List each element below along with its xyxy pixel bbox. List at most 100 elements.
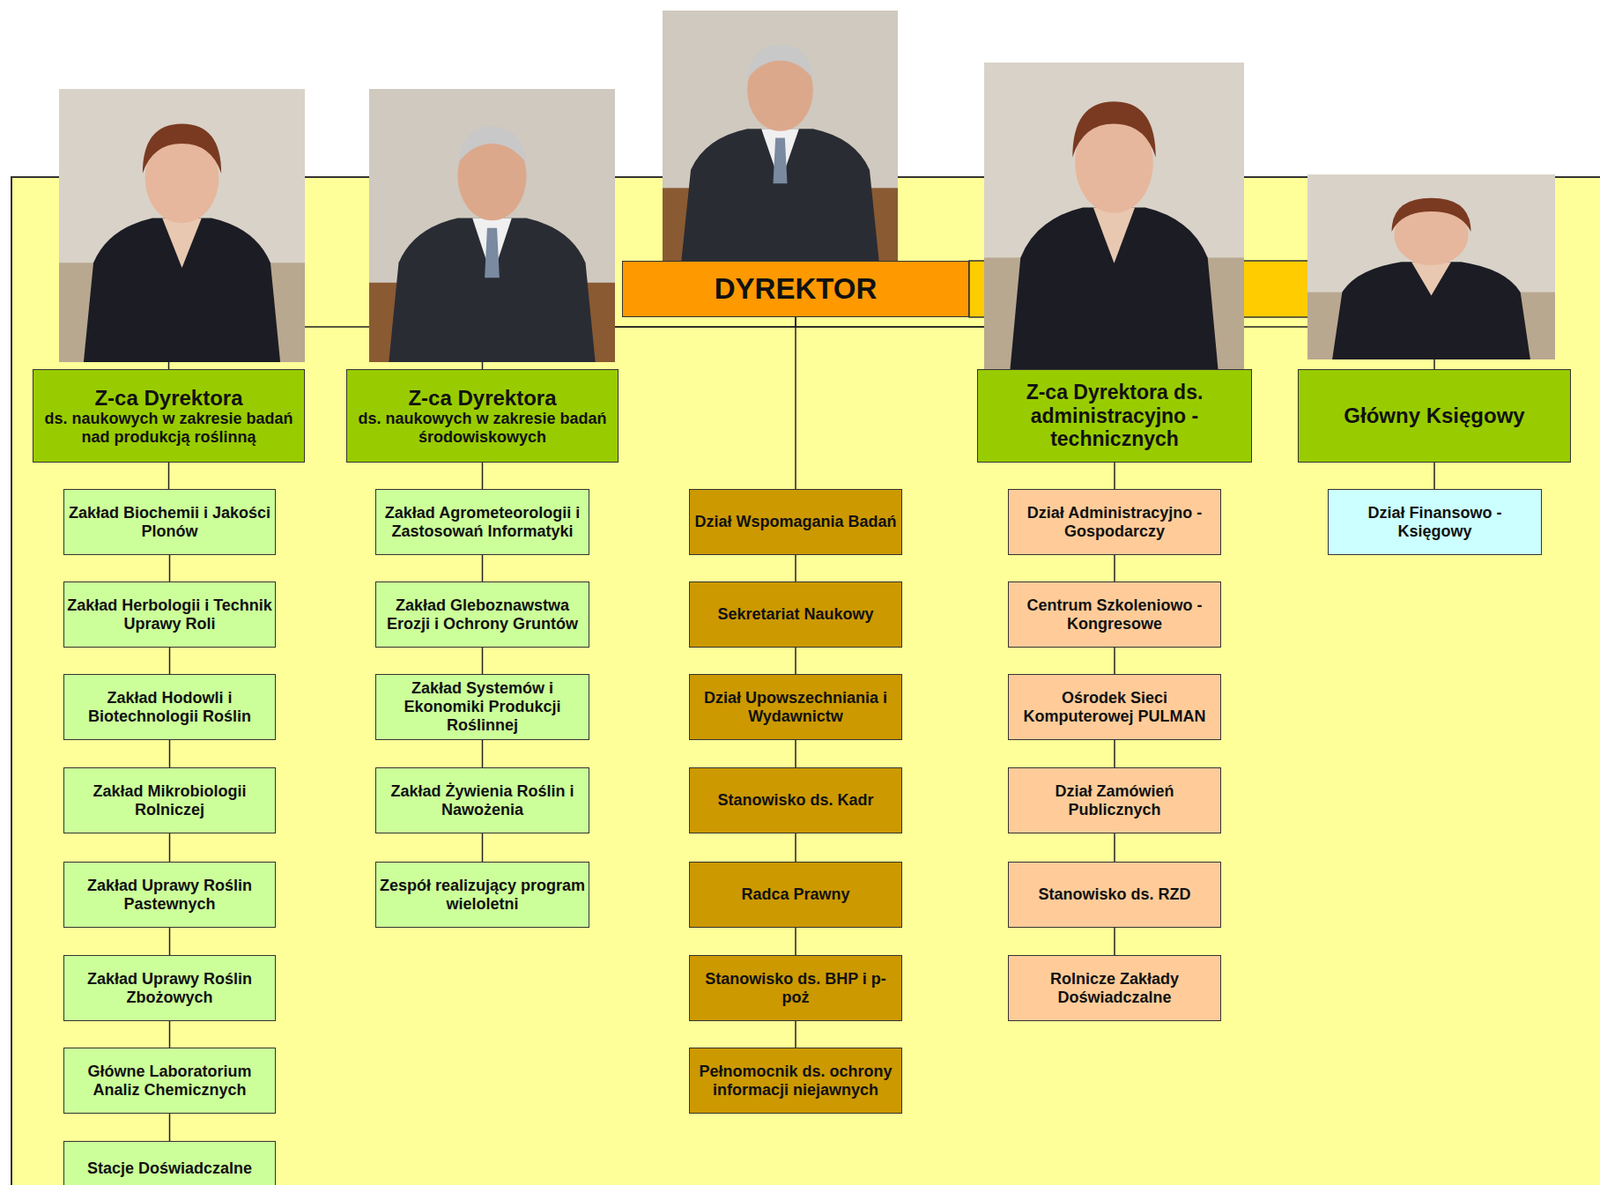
text-wrap: Z-ca Dyrektora ds. administracyjno -tech… <box>977 380 1252 451</box>
text-wrap: Zakład Żywienia Roślin i Nawożenia <box>376 782 589 819</box>
box-title: Zakład Uprawy Roślin Zbożowych <box>66 970 273 1007</box>
box-title: Stanowisko ds. RZD <box>1011 885 1218 904</box>
admin-box: Centrum Szkoleniowo -Kongresowe <box>1007 581 1222 648</box>
box-title: Zakład Systemów i Ekonomiki Produkcji Ro… <box>378 679 586 734</box>
connector-line <box>1113 740 1116 768</box>
text-wrap: Rolnicze Zakłady Doświadczalne <box>1008 970 1221 1007</box>
connector-line <box>169 927 171 956</box>
box-title: Radca Prawny <box>692 885 899 904</box>
box-title: Zespół realizujący program wieloletni <box>378 876 586 913</box>
connector-line <box>794 555 797 582</box>
director-photo <box>662 10 898 261</box>
text-wrap: Z-ca Dyrektorads. naukowych w zakresie b… <box>347 385 618 447</box>
text-wrap: Ośrodek Sieci Komputerowej PULMAN <box>1008 688 1221 726</box>
connector-line <box>169 740 171 768</box>
text-wrap: Z-ca Dyrektorads. naukowych w zakresie b… <box>33 385 304 447</box>
finance-box: Dział Finansowo -Księgowy <box>1327 488 1542 556</box>
box-title: Dział Administracyjno -Gospodarczy <box>1011 503 1218 541</box>
box-title: Centrum Szkoleniowo -Kongresowe <box>1011 596 1218 633</box>
text-wrap: Zakład Systemów i Ekonomiki Produkcji Ro… <box>376 679 589 734</box>
connector-line <box>794 317 797 489</box>
connector-line <box>169 833 171 862</box>
staff-box: Pełnomocnik ds. ochrony informacji nieja… <box>688 1047 903 1114</box>
deputy-box: Z-ca Dyrektora ds. administracyjno -tech… <box>977 369 1252 463</box>
box-title: Stanowisko ds. BHP i p-poż <box>692 970 899 1007</box>
box-title: Główny Księgowy <box>1301 403 1568 429</box>
text-wrap: Zakład Agrometeorologii i Zastosowań Inf… <box>376 503 589 541</box>
text-wrap: Zakład Uprawy Roślin Pastewnych <box>64 876 275 913</box>
director-box: DYREKTOR <box>622 260 970 318</box>
box-title: DYREKTOR <box>625 272 966 306</box>
box-title: Stanowisko ds. Kadr <box>692 791 899 810</box>
connector-line <box>794 927 797 956</box>
connector-line <box>1433 462 1436 489</box>
text-wrap: Dział Administracyjno -Gospodarczy <box>1008 503 1221 541</box>
deputy-box: Z-ca Dyrektorads. naukowych w zakresie b… <box>346 369 619 463</box>
text-wrap: Sekretariat Naukowy <box>689 605 902 624</box>
admin-box: Ośrodek Sieci Komputerowej PULMAN <box>1007 674 1222 741</box>
accountant-box: Główny Księgowy <box>1297 369 1571 463</box>
connector-line <box>1113 927 1116 956</box>
connector-line <box>481 462 484 489</box>
box-title: Z-ca Dyrektora ds. administracyjno -tech… <box>980 380 1249 451</box>
connector-line <box>1113 462 1116 489</box>
unit-box: Zakład Mikrobiologii Rolniczej <box>63 767 276 834</box>
admin-box: Stanowisko ds. RZD <box>1007 861 1222 928</box>
box-title: Dział Upowszechniania i Wydawnictw <box>692 688 899 726</box>
deputy-box: Z-ca Dyrektorads. naukowych w zakresie b… <box>32 369 305 463</box>
unit-box: Zakład Systemów i Ekonomiki Produkcji Ro… <box>375 674 590 741</box>
box-subtitle: ds. naukowych w zakresie badań środowisk… <box>349 409 615 446</box>
text-wrap: Stacje Doświadczalne <box>64 1159 275 1178</box>
text-wrap: Stanowisko ds. BHP i p-poż <box>689 970 902 1007</box>
unit-box: Zakład Herbologii i Technik Uprawy Roli <box>63 581 276 648</box>
unit-box: Zakład Uprawy Roślin Pastewnych <box>63 861 276 928</box>
connector-line <box>794 647 797 675</box>
box-title: Zakład Żywienia Roślin i Nawożenia <box>378 782 586 819</box>
staff-box: Stanowisko ds. Kadr <box>688 767 903 834</box>
text-wrap: Dział Finansowo -Księgowy <box>1328 503 1541 541</box>
admin-box: Dział Administracyjno -Gospodarczy <box>1007 488 1222 556</box>
box-subtitle: ds. naukowych w zakresie badań nad produ… <box>36 409 302 446</box>
box-title: Stacje Doświadczalne <box>66 1159 273 1178</box>
connector-line <box>1113 555 1116 582</box>
unit-box: Zakład Biochemii i Jakości Plonów <box>63 488 276 556</box>
text-wrap: Zakład Hodowli i Biotechnologii Roślin <box>64 688 275 726</box>
unit-box: Zakład Hodowli i Biotechnologii Roślin <box>63 674 276 741</box>
staff-box: Dział Wspomagania Badań <box>688 488 903 556</box>
unit-box: Główne Laboratorium Analiz Chemicznych <box>63 1047 276 1114</box>
box-title: Zakład Herbologii i Technik Uprawy Roli <box>66 596 273 633</box>
text-wrap: Dział Wspomagania Badań <box>689 512 902 532</box>
connector-line <box>169 647 171 675</box>
accountant-photo <box>1307 174 1556 360</box>
text-wrap: Dział Zamówień Publicznych <box>1008 782 1221 819</box>
connector-line <box>169 1021 171 1048</box>
admin-box: Dział Zamówień Publicznych <box>1007 767 1222 834</box>
box-title: Dział Finansowo -Księgowy <box>1331 503 1539 541</box>
box-title: Zakład Agrometeorologii i Zastosowań Inf… <box>378 503 586 541</box>
deputy-photo <box>984 62 1245 370</box>
text-wrap: Dział Upowszechniania i Wydawnictw <box>689 688 902 726</box>
connector-line <box>168 462 171 489</box>
box-title: Zakład Biochemii i Jakości Plonów <box>66 503 273 541</box>
text-wrap: Zakład Uprawy Roślin Zbożowych <box>64 970 275 1007</box>
text-wrap: Zakład Biochemii i Jakości Plonów <box>64 503 275 541</box>
text-wrap: Główny Księgowy <box>1298 403 1571 429</box>
deputy-photo <box>369 88 615 363</box>
box-title: Ośrodek Sieci Komputerowej PULMAN <box>1011 688 1218 726</box>
text-wrap: DYREKTOR <box>622 272 969 306</box>
text-wrap: Stanowisko ds. Kadr <box>689 791 902 810</box>
unit-box: Zakład Agrometeorologii i Zastosowań Inf… <box>375 488 590 556</box>
staff-box: Stanowisko ds. BHP i p-poż <box>688 955 903 1022</box>
text-wrap: Zakład Mikrobiologii Rolniczej <box>64 782 275 819</box>
connector-line <box>794 740 797 768</box>
box-title: Zakład Uprawy Roślin Pastewnych <box>66 876 273 913</box>
text-wrap: Zakład Gleboznawstwa Erozji i Ochrony Gr… <box>376 596 589 633</box>
text-wrap: Główne Laboratorium Analiz Chemicznych <box>64 1062 275 1099</box>
connector-line <box>794 1021 797 1048</box>
connector-line <box>481 647 484 675</box>
unit-box: Zakład Gleboznawstwa Erozji i Ochrony Gr… <box>375 581 590 648</box>
staff-box: Dział Upowszechniania i Wydawnictw <box>688 674 903 741</box>
text-wrap: Radca Prawny <box>689 885 902 904</box>
unit-box: Zakład Uprawy Roślin Zbożowych <box>63 955 276 1022</box>
